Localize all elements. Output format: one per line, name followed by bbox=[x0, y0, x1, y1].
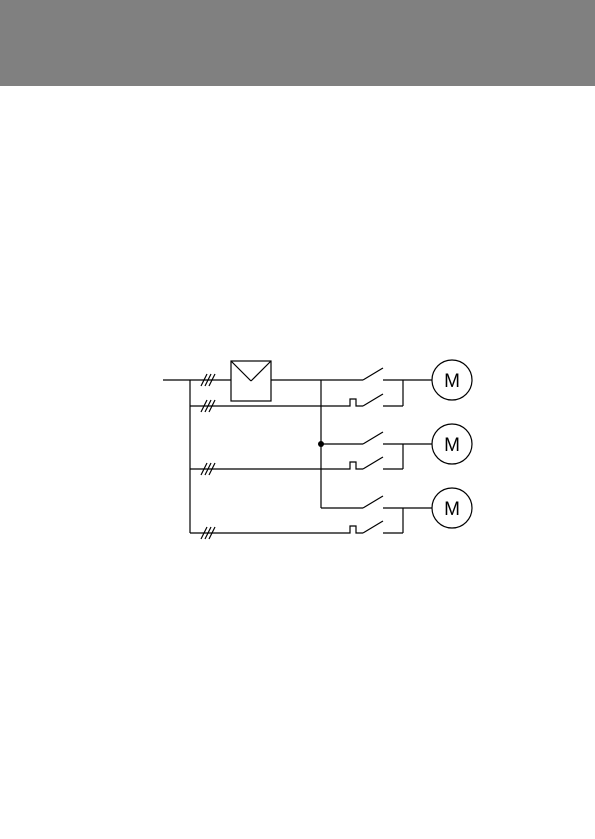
inverter-diagonal bbox=[251, 361, 271, 381]
motor-label: M bbox=[444, 371, 460, 392]
contactor-group-1 bbox=[348, 368, 432, 406]
motor-3: M bbox=[432, 488, 472, 528]
motor-1: M bbox=[432, 360, 472, 400]
contactor-group-2 bbox=[348, 432, 432, 469]
motor-label: M bbox=[444, 435, 460, 456]
contactor-group-3 bbox=[348, 496, 432, 533]
inverter-diagonal bbox=[231, 361, 251, 381]
motor-label: M bbox=[444, 499, 460, 520]
motor-2: M bbox=[432, 424, 472, 464]
